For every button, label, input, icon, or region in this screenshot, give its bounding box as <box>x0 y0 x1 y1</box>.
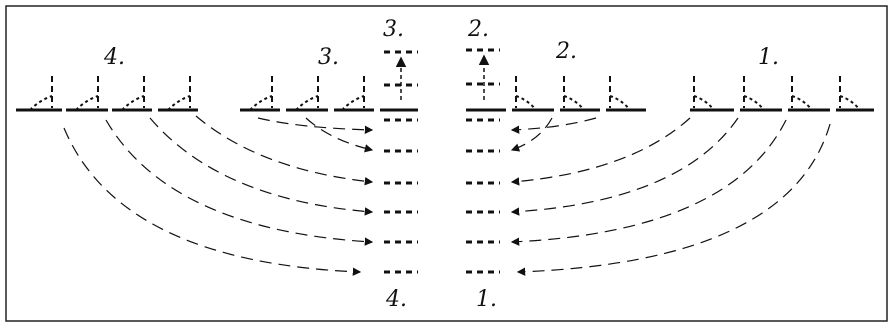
label-group1-top: 1. <box>758 45 779 70</box>
left-arcs <box>63 115 374 276</box>
label-group3-top: 3. <box>318 45 339 70</box>
group1-glyphs <box>693 76 861 111</box>
group2-glyphs <box>515 76 631 111</box>
label-col4-bottom: 4. <box>385 287 407 312</box>
label-col2-top: 2. <box>467 17 489 42</box>
label-group2-top: 2. <box>555 39 577 64</box>
group4-glyphs <box>29 76 191 111</box>
outer-border <box>5 5 888 322</box>
label-col3-top: 3. <box>383 17 404 42</box>
group3-glyphs <box>249 76 365 111</box>
center-column-right <box>466 48 500 274</box>
label-col1-bottom: 1. <box>476 287 497 312</box>
label-group4-top: 4. <box>103 45 125 70</box>
right-arcs <box>510 117 831 276</box>
